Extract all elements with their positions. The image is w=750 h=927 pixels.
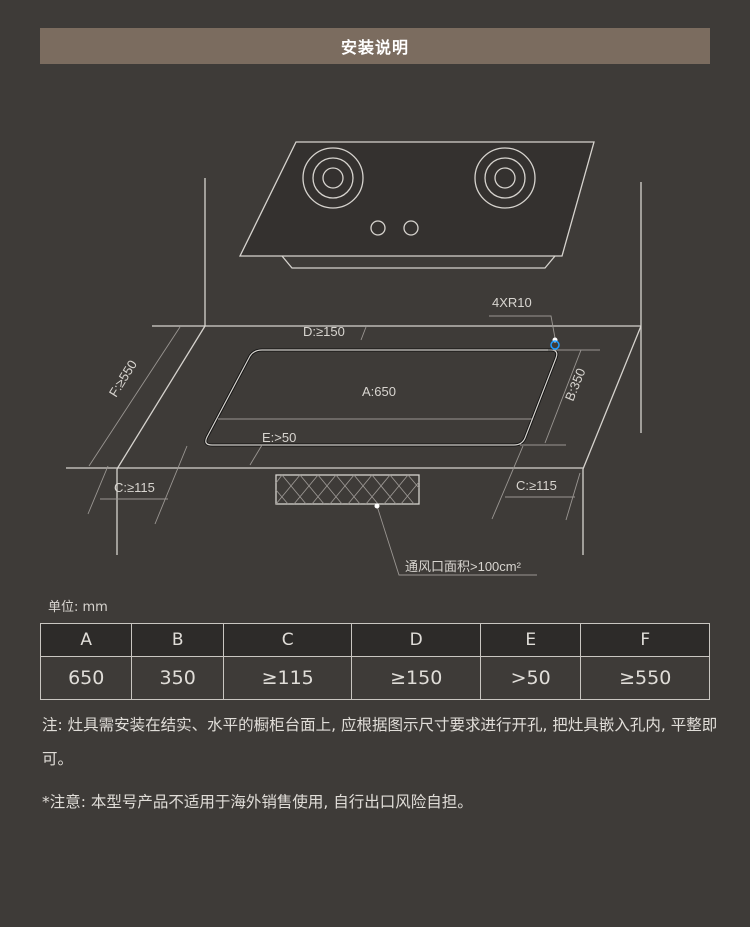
export-warning-note: *注意: 本型号产品不适用于海外销售使用, 自行出口风险自担。 xyxy=(42,793,473,811)
section-title: 安装说明 xyxy=(340,38,409,57)
value-a: 650 xyxy=(39,656,133,700)
dimension-c-right-label: C:≥115 xyxy=(516,478,557,493)
section-header: 安装说明 xyxy=(40,28,710,64)
header-b: B xyxy=(131,623,224,657)
cooktop-illustration xyxy=(238,141,595,269)
table-row: 650 350 ≥115 ≥150 >50 ≥550 xyxy=(39,656,710,700)
dimension-a-label: A:650 xyxy=(362,384,396,399)
dimension-c-left-label: C:≥115 xyxy=(114,480,155,495)
vent-area-label: 通风口面积>100cm² xyxy=(405,559,522,574)
header-e: E xyxy=(479,623,582,657)
header-f: F xyxy=(580,623,710,657)
header-c: C xyxy=(222,623,353,657)
table-header-row: A B C D E F xyxy=(39,623,710,657)
value-f: ≥550 xyxy=(580,656,710,700)
installation-note: 注: 灶具需安装在结实、水平的橱柜台面上, 应根据图示尺寸要求进行开孔, 把灶具… xyxy=(42,716,718,768)
dimension-d-label: D:≥150 xyxy=(303,324,345,339)
dimension-e-label: E:>50 xyxy=(262,430,296,445)
header-d: D xyxy=(351,623,481,657)
dimension-f-label: F:≥550 xyxy=(106,357,140,399)
radius-label: 4XR10 xyxy=(492,295,532,310)
installation-diagram: 4XR10 D:≥150 F:≥550 A:650 B:350 E:>50 C:… xyxy=(66,141,642,576)
dimension-table: A B C D E F 650 350 ≥115 ≥150 >50 ≥550 xyxy=(39,623,710,700)
value-e: >50 xyxy=(479,656,582,700)
dimension-b-label: B:350 xyxy=(562,366,589,403)
unit-label: 单位: mm xyxy=(48,600,108,615)
value-b: 350 xyxy=(131,656,224,700)
value-d: ≥150 xyxy=(351,656,481,700)
header-a: A xyxy=(39,623,133,657)
value-c: ≥115 xyxy=(222,656,353,700)
vent-opening xyxy=(275,474,420,505)
